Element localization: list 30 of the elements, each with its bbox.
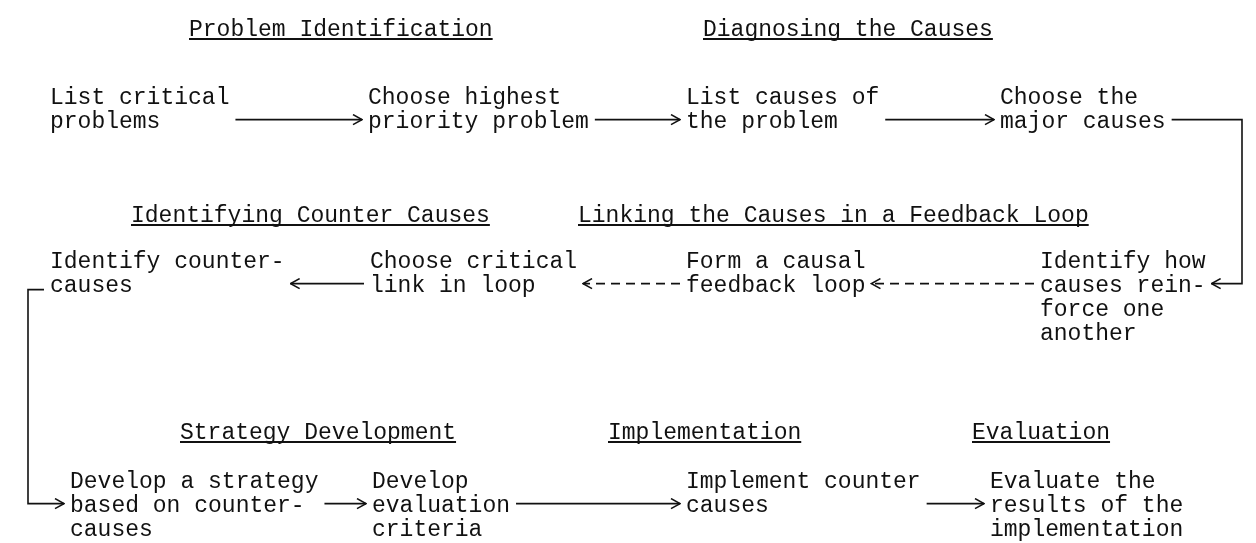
step-text: Choose the major causes [1000,86,1167,134]
arrow [884,113,995,126]
step-text: List critical problems [50,86,231,134]
arrow [515,497,681,510]
stage-heading: Strategy Development [180,421,457,445]
stage-heading: Evaluation [972,421,1111,445]
stage-heading: Diagnosing the Causes [703,18,993,42]
step-text: Implement counter causes [686,470,922,518]
arrow [582,277,681,290]
stage-heading: Identifying Counter Causes [131,204,490,228]
arrow [289,277,365,290]
arrow [323,497,367,510]
step-text: Develop a strategy based on counter- causes [70,470,320,542]
step-text: Develop evaluation criteria [372,470,512,542]
step-text: Form a causal feedback loop [686,250,867,298]
step-text: List causes of the problem [686,86,881,134]
stage-heading: Problem Identification [189,18,493,42]
arrow [925,497,985,510]
step-text: Identify how causes rein- force one another [1040,250,1207,346]
arrow [1170,118,1243,290]
stage-heading: Implementation [608,421,802,445]
step-text: Choose critical link in loop [370,250,579,298]
step-text: Evaluate the results of the implementation [990,470,1185,542]
arrow [27,288,65,510]
arrow [234,113,363,126]
arrow [870,277,1035,290]
step-text: Choose highest priority problem [368,86,590,134]
step-text: Identify counter- causes [50,250,286,298]
arrow [594,113,681,126]
stage-heading: Linking the Causes in a Feedback Loop [578,204,1089,228]
